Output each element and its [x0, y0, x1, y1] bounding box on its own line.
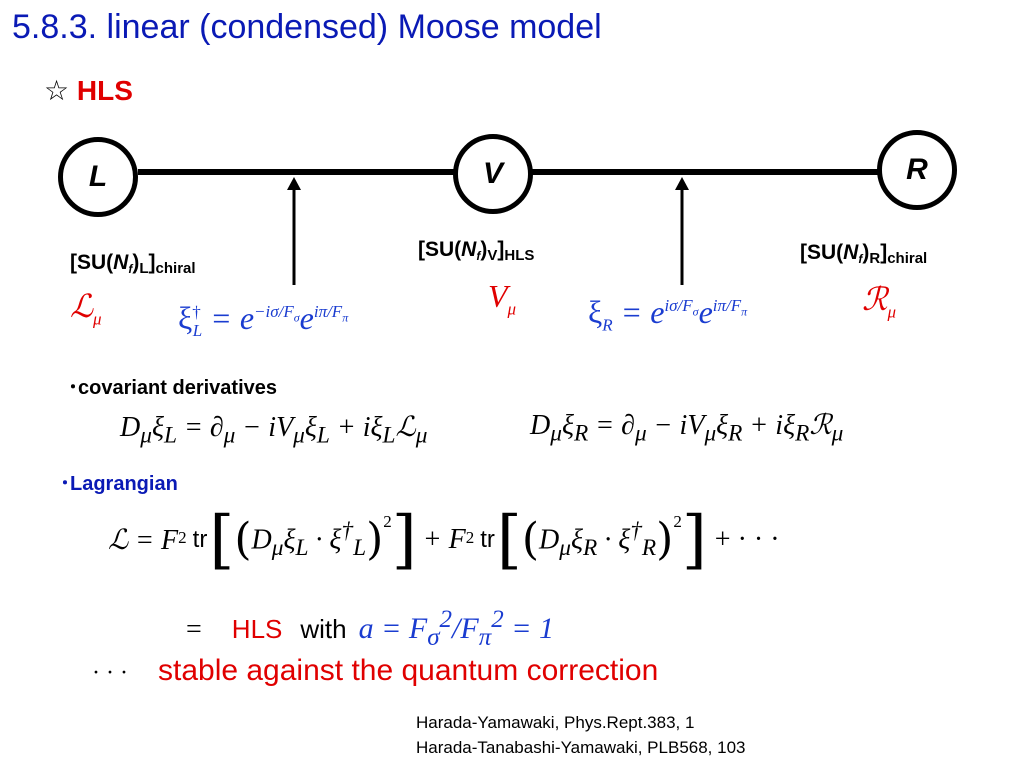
reference-2: Harada-Tanabashi-Yamawaki, PLB568, 103	[416, 738, 746, 757]
lagrangian-label: ･Lagrangian	[60, 473, 178, 495]
section-heading: ☆ HLS	[44, 74, 133, 107]
xi-right-formula: ξR = eiσ/Fσeiπ/Fπ	[588, 294, 748, 335]
node-center: V	[453, 134, 533, 214]
covariant-eq-right: DμξR = ∂μ − iVμξR + iξRℛμ	[530, 410, 844, 447]
node-left: L	[58, 137, 138, 217]
field-right: ℛμ	[862, 281, 897, 322]
group-label-center: [SU(Nf)V]HLS	[418, 238, 535, 264]
page-title: 5.8.3. linear (condensed) Moose model	[12, 8, 602, 46]
star-icon: ☆	[44, 75, 70, 106]
stable-line: · · · stable against the quantum correct…	[92, 654, 659, 687]
section-heading-label: HLS	[76, 75, 133, 106]
group-label-right: [SU(Nf)R]chiral	[800, 241, 928, 267]
arrow-right-head	[675, 177, 689, 190]
group-label-left: [SU(Nf)L]chiral	[70, 251, 196, 277]
hls-line: = HLS with a = Fσ2/Fπ2 = 1	[186, 606, 554, 651]
field-left: ℒμ	[70, 288, 102, 329]
covariant-label: ･covariant derivatives	[68, 377, 277, 399]
covariant-eq-left: DμξL = ∂μ − iVμξL + iξLℒμ	[120, 412, 428, 449]
field-center: Vμ	[488, 278, 517, 319]
arrow-left-head	[287, 177, 301, 190]
reference-1: Harada-Yamawaki, Phys.Rept.383, 1	[416, 713, 695, 732]
node-right: R	[877, 130, 957, 210]
xi-left-formula: ξ†L = e−iσ/Fσeiπ/Fπ	[178, 300, 349, 341]
